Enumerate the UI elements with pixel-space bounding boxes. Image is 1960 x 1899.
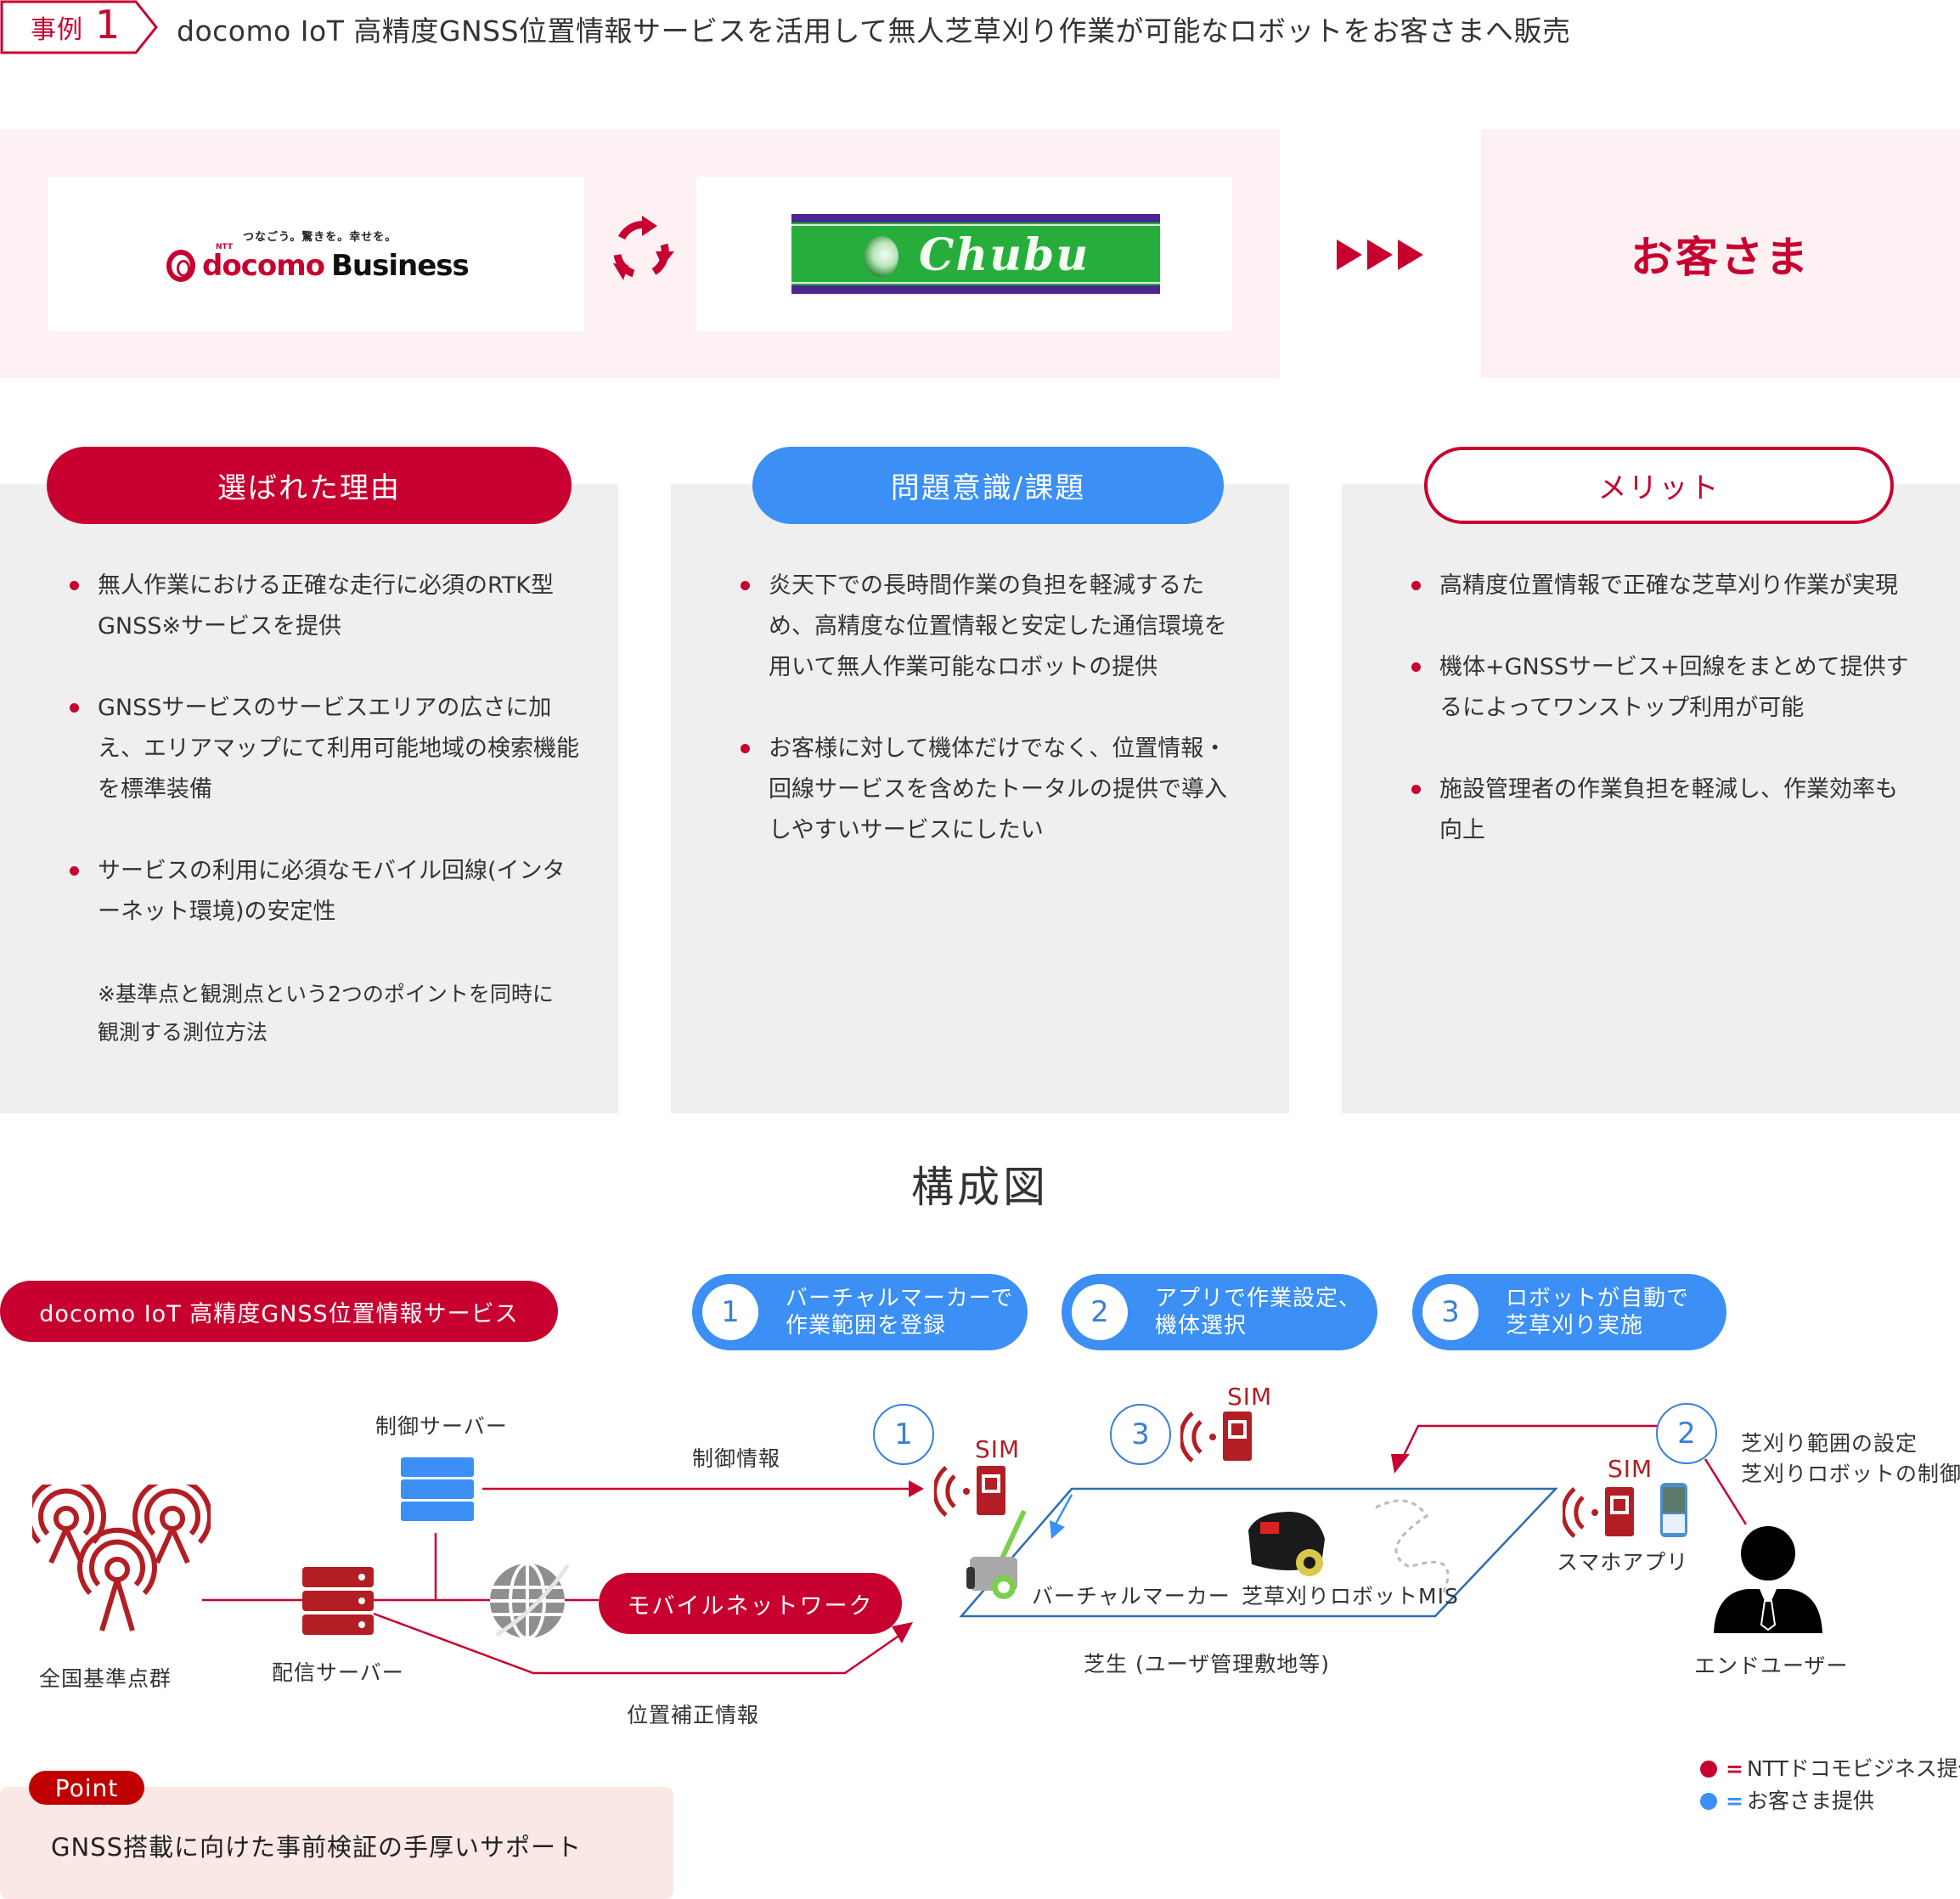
issue-heading: 問題意識/課題 bbox=[752, 447, 1224, 524]
equals-sign: = bbox=[1726, 1789, 1743, 1813]
list-item: 炎天下での長時間作業の負担を軽減するため、高精度な位置情報と安定した通信環境を用… bbox=[741, 566, 1242, 688]
list-item: 無人作業における正確な走行に必須のRTK型GNSS※サービスを提供 bbox=[70, 566, 579, 647]
control-server-icon bbox=[401, 1457, 474, 1525]
legend-item-customer: = お客さま提供 bbox=[1700, 1785, 1960, 1817]
step-number: 2 bbox=[1072, 1284, 1128, 1340]
point-text: GNSS搭載に向けた事前検証の手厚いサポート bbox=[51, 1833, 582, 1862]
user-action-1: 芝刈り範囲の設定 bbox=[1741, 1431, 1918, 1456]
point-box bbox=[0, 1787, 673, 1899]
virtual-marker-icon bbox=[965, 1507, 1033, 1604]
sim-signal-icon bbox=[932, 1461, 1016, 1525]
merit-list: 高精度位置情報で正確な芝草刈り作業が実現 機体+GNSSサービス+回線をまとめて… bbox=[1411, 566, 1912, 892]
step-text: バーチャルマーカーで 作業範囲を登録 bbox=[786, 1286, 1014, 1338]
step-1-pill: 1 バーチャルマーカーで 作業範囲を登録 bbox=[692, 1274, 1028, 1350]
correction-info-label: 位置補正情報 bbox=[627, 1703, 760, 1727]
reference-points-label: 全国基準点群 bbox=[39, 1666, 172, 1691]
chubu-emblem-icon bbox=[865, 236, 898, 277]
list-item: 高精度位置情報で正確な芝草刈り作業が実現 bbox=[1411, 566, 1912, 606]
chubu-wordmark: Chubu bbox=[919, 229, 1090, 281]
mobile-network-pill: モバイルネットワーク bbox=[599, 1573, 902, 1634]
diagram-connectors bbox=[202, 1424, 1748, 1675]
user-action-2: 芝刈りロボットの制御 bbox=[1741, 1462, 1960, 1486]
distribution-server-label: 配信サーバー bbox=[272, 1660, 404, 1685]
business-text: Business bbox=[331, 249, 470, 283]
chubu-banner: Chubu bbox=[791, 214, 1160, 294]
ntt-mark: NTT bbox=[216, 243, 234, 251]
reason-footnote: ※基準点と観測点という2つのポイントを同時に観測する測位方法 bbox=[98, 982, 554, 1045]
equals-sign: = bbox=[1726, 1756, 1743, 1781]
control-server-label: 制御サーバー bbox=[375, 1414, 508, 1439]
customer-box: お客さま bbox=[1481, 129, 1960, 378]
marker-2: 2 bbox=[1656, 1403, 1717, 1464]
issue-panel bbox=[671, 484, 1289, 1113]
list-item: お客様に対して機体だけでなく、位置情報・回線サービスを含めたトータルの提供で導入… bbox=[741, 729, 1242, 851]
diagram-title: 構成図 bbox=[911, 1163, 1049, 1212]
list-item: サービスの利用に必須なモバイル回線(インターネット環境)の安定性 bbox=[70, 851, 579, 933]
reason-heading: 選ばれた理由 bbox=[47, 447, 572, 524]
legend: = NTTドコモビジネス提供 = お客さま提供 bbox=[1700, 1753, 1960, 1817]
sync-cycle-icon bbox=[605, 212, 678, 285]
end-user-label: エンドユーザー bbox=[1694, 1654, 1849, 1678]
case-badge-outline-icon bbox=[0, 0, 158, 54]
docomo-business-logo: つなごう。驚きを。幸せを。 NTT docomo Business bbox=[48, 177, 584, 331]
reason-panel bbox=[0, 484, 618, 1113]
blue-dot-icon bbox=[1700, 1793, 1717, 1810]
sim-label: SIM bbox=[1227, 1383, 1273, 1411]
legend-item-ntt: = NTTドコモビジネス提供 bbox=[1700, 1753, 1960, 1785]
lawn-area-label: 芝生 (ユーザ管理敷地等) bbox=[1084, 1652, 1330, 1676]
smartphone-app-label: スマホアプリ bbox=[1557, 1550, 1689, 1575]
step-3-pill: 3 ロボットが自動で 芝草刈り実施 bbox=[1412, 1274, 1726, 1350]
mower-robot-label: 芝草刈りロボットMIS bbox=[1242, 1584, 1459, 1609]
legend-text: NTTドコモビジネス提供 bbox=[1746, 1756, 1960, 1781]
reference-tower-icon bbox=[26, 1476, 212, 1641]
sim-signal-icon bbox=[1179, 1406, 1262, 1471]
triple-play-arrows-icon bbox=[1337, 236, 1427, 273]
step-number: 1 bbox=[702, 1284, 758, 1340]
step-text: アプリで作業設定、 機体選択 bbox=[1155, 1286, 1362, 1338]
merit-panel bbox=[1342, 484, 1960, 1113]
case-label: 事例 bbox=[31, 15, 83, 45]
marker-3: 3 bbox=[1110, 1404, 1171, 1465]
merit-heading: メリット bbox=[1424, 447, 1894, 524]
step-number: 3 bbox=[1422, 1284, 1478, 1340]
legend-text: お客さま提供 bbox=[1746, 1789, 1874, 1813]
case-badge: 事例 1 bbox=[0, 0, 161, 54]
step-2-pill: 2 アプリで作業設定、 機体選択 bbox=[1062, 1274, 1377, 1350]
control-info-label: 制御情報 bbox=[692, 1446, 781, 1471]
marker-1: 1 bbox=[873, 1404, 934, 1465]
globe-icon bbox=[487, 1558, 572, 1647]
list-item: GNSSサービスのサービスエリアの広さに加え、エリアマップにて利用可能地域の検索… bbox=[70, 688, 579, 810]
docomo-text: docomo bbox=[202, 249, 325, 283]
step-text: ロボットが自動で 芝草刈り実施 bbox=[1506, 1286, 1690, 1338]
docomo-tagline: つなごう。驚きを。幸せを。 bbox=[243, 231, 397, 244]
docomo-ring-icon bbox=[166, 250, 195, 282]
issue-list: 炎天下での長時間作業の負担を軽減するため、高精度な位置情報と安定した通信環境を用… bbox=[741, 566, 1242, 892]
smartphone-icon bbox=[1659, 1482, 1688, 1541]
service-pill: docomo IoT 高精度GNSS位置情報サービス bbox=[0, 1281, 558, 1342]
end-user-icon bbox=[1714, 1524, 1822, 1637]
chubu-logo: Chubu bbox=[696, 177, 1232, 331]
page-title: docomo IoT 高精度GNSS位置情報サービスを活用して無人芝草刈り作業が… bbox=[177, 14, 1571, 48]
list-item: 施設管理者の作業負担を軽減し、作業効率も向上 bbox=[1411, 769, 1912, 851]
distribution-server-icon bbox=[302, 1567, 374, 1638]
virtual-marker-label: バーチャルマーカー bbox=[1032, 1584, 1231, 1609]
case-number: 1 bbox=[95, 2, 121, 48]
point-badge: Point bbox=[29, 1771, 144, 1805]
mower-robot-icon bbox=[1240, 1505, 1333, 1585]
sim-signal-icon bbox=[1561, 1482, 1644, 1547]
sim-label: SIM bbox=[1608, 1455, 1653, 1483]
docomo-wordmark: NTT docomo Business bbox=[166, 243, 470, 285]
reason-list: 無人作業における正確な走行に必須のRTK型GNSS※サービスを提供 GNSSサー… bbox=[70, 566, 579, 973]
list-item: 機体+GNSSサービス+回線をまとめて提供するによってワンストップ利用が可能 bbox=[1411, 647, 1912, 729]
customer-label: お客さま bbox=[1631, 232, 1811, 282]
red-dot-icon bbox=[1700, 1761, 1717, 1778]
sim-label: SIM bbox=[975, 1435, 1021, 1463]
